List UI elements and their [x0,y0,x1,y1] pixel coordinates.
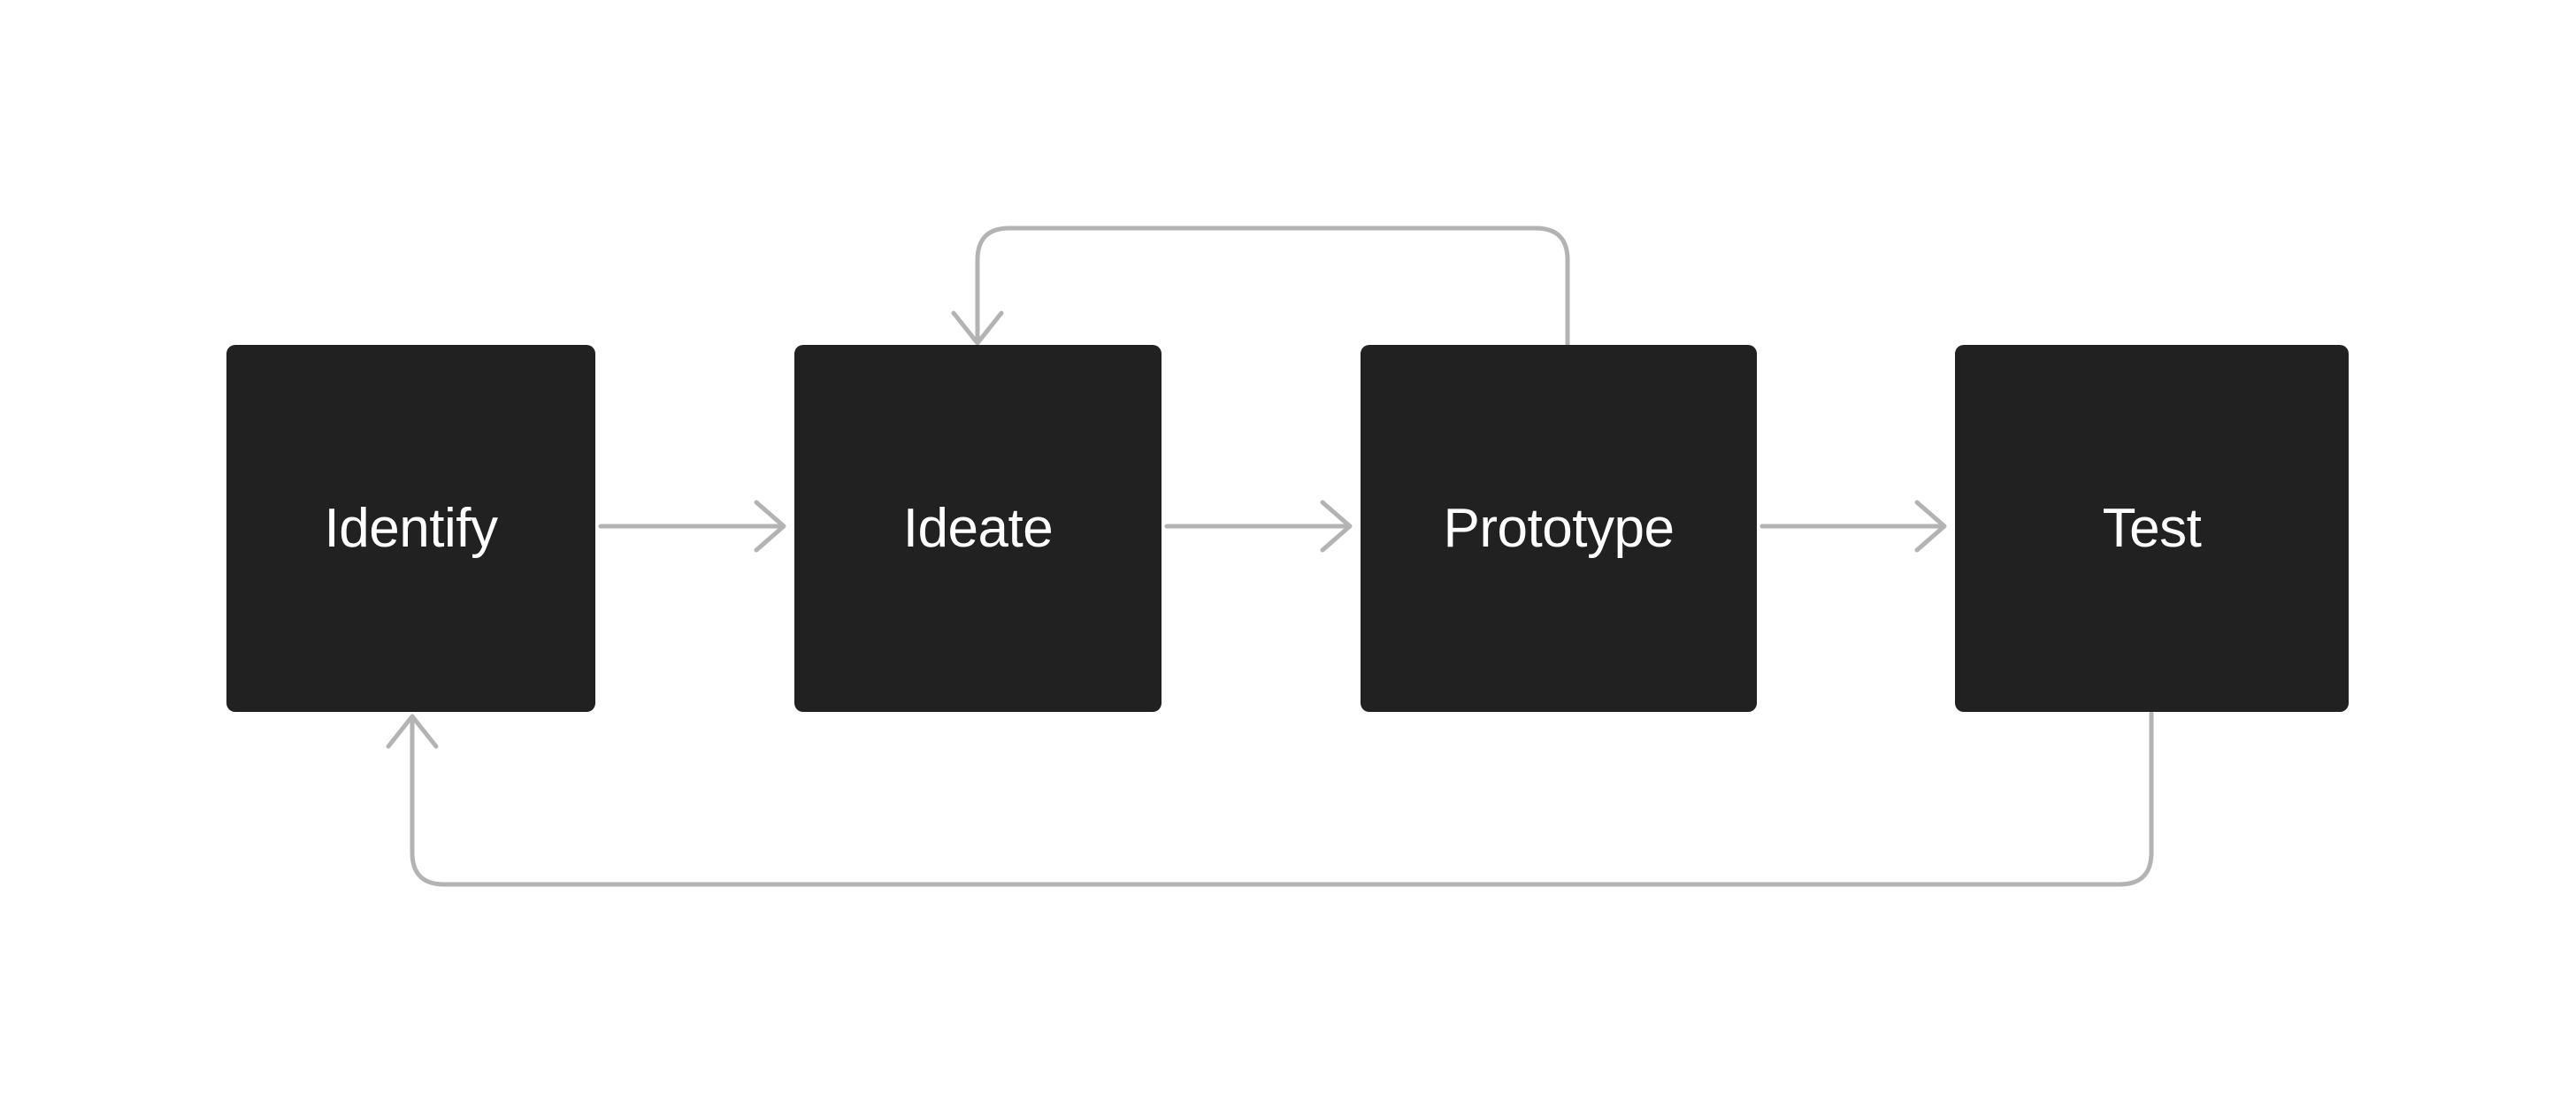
node-ideate-label: Ideate [902,497,1054,559]
node-ideate[interactable]: Ideate [794,345,1162,712]
arrowhead-icon [1320,500,1353,553]
edge-ideate-to-prototype [1164,500,1353,553]
node-identify[interactable]: Identify [226,345,595,712]
edge-prototype-to-test [1760,500,1947,553]
node-identify-label: Identify [324,497,498,559]
edge-test-back-to-identify [386,711,2154,887]
arrowhead-icon [754,500,786,553]
arrowhead-icon [951,310,1004,346]
edge-identify-to-ideate [598,500,786,553]
edge-prototype-back-to-ideate [951,226,1570,348]
node-prototype-label: Prototype [1443,497,1675,559]
node-test[interactable]: Test [1955,345,2349,712]
node-test-label: Test [2102,497,2202,559]
node-prototype[interactable]: Prototype [1361,345,1757,712]
arrowhead-icon [386,714,439,749]
arrowhead-icon [1914,500,1947,553]
